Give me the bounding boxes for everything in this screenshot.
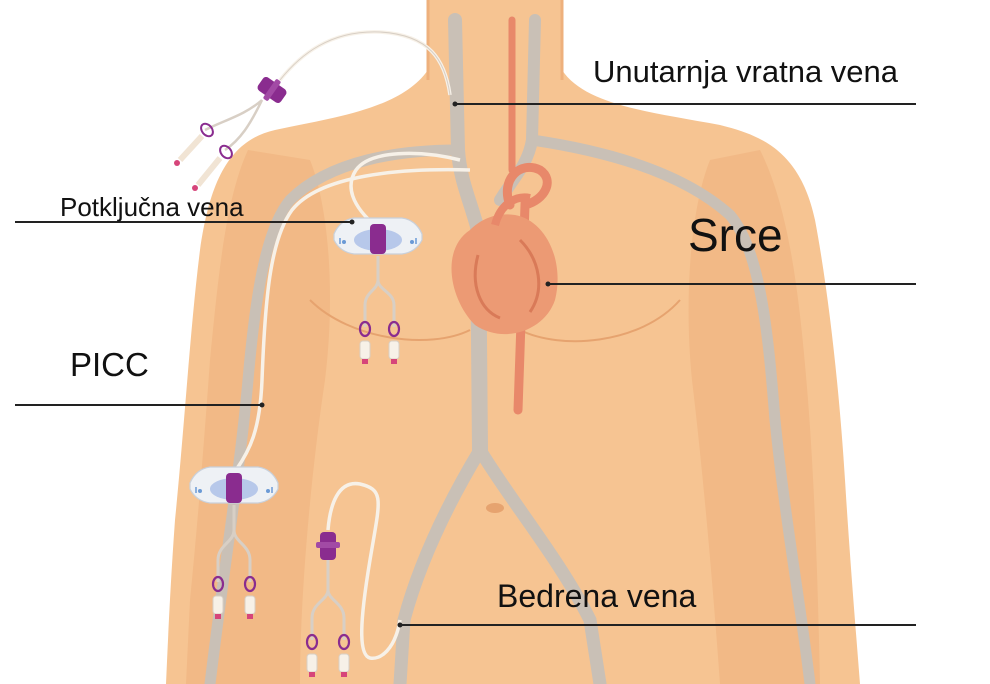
- label-internal-jugular-vein: Unutarnja vratna vena: [593, 56, 898, 87]
- label-femoral-vein: Bedrena vena: [497, 580, 696, 612]
- label-heart: Srce: [688, 212, 783, 258]
- label-subclavian-vein: Potključna vena: [60, 194, 244, 220]
- label-picc: PICC: [70, 348, 149, 381]
